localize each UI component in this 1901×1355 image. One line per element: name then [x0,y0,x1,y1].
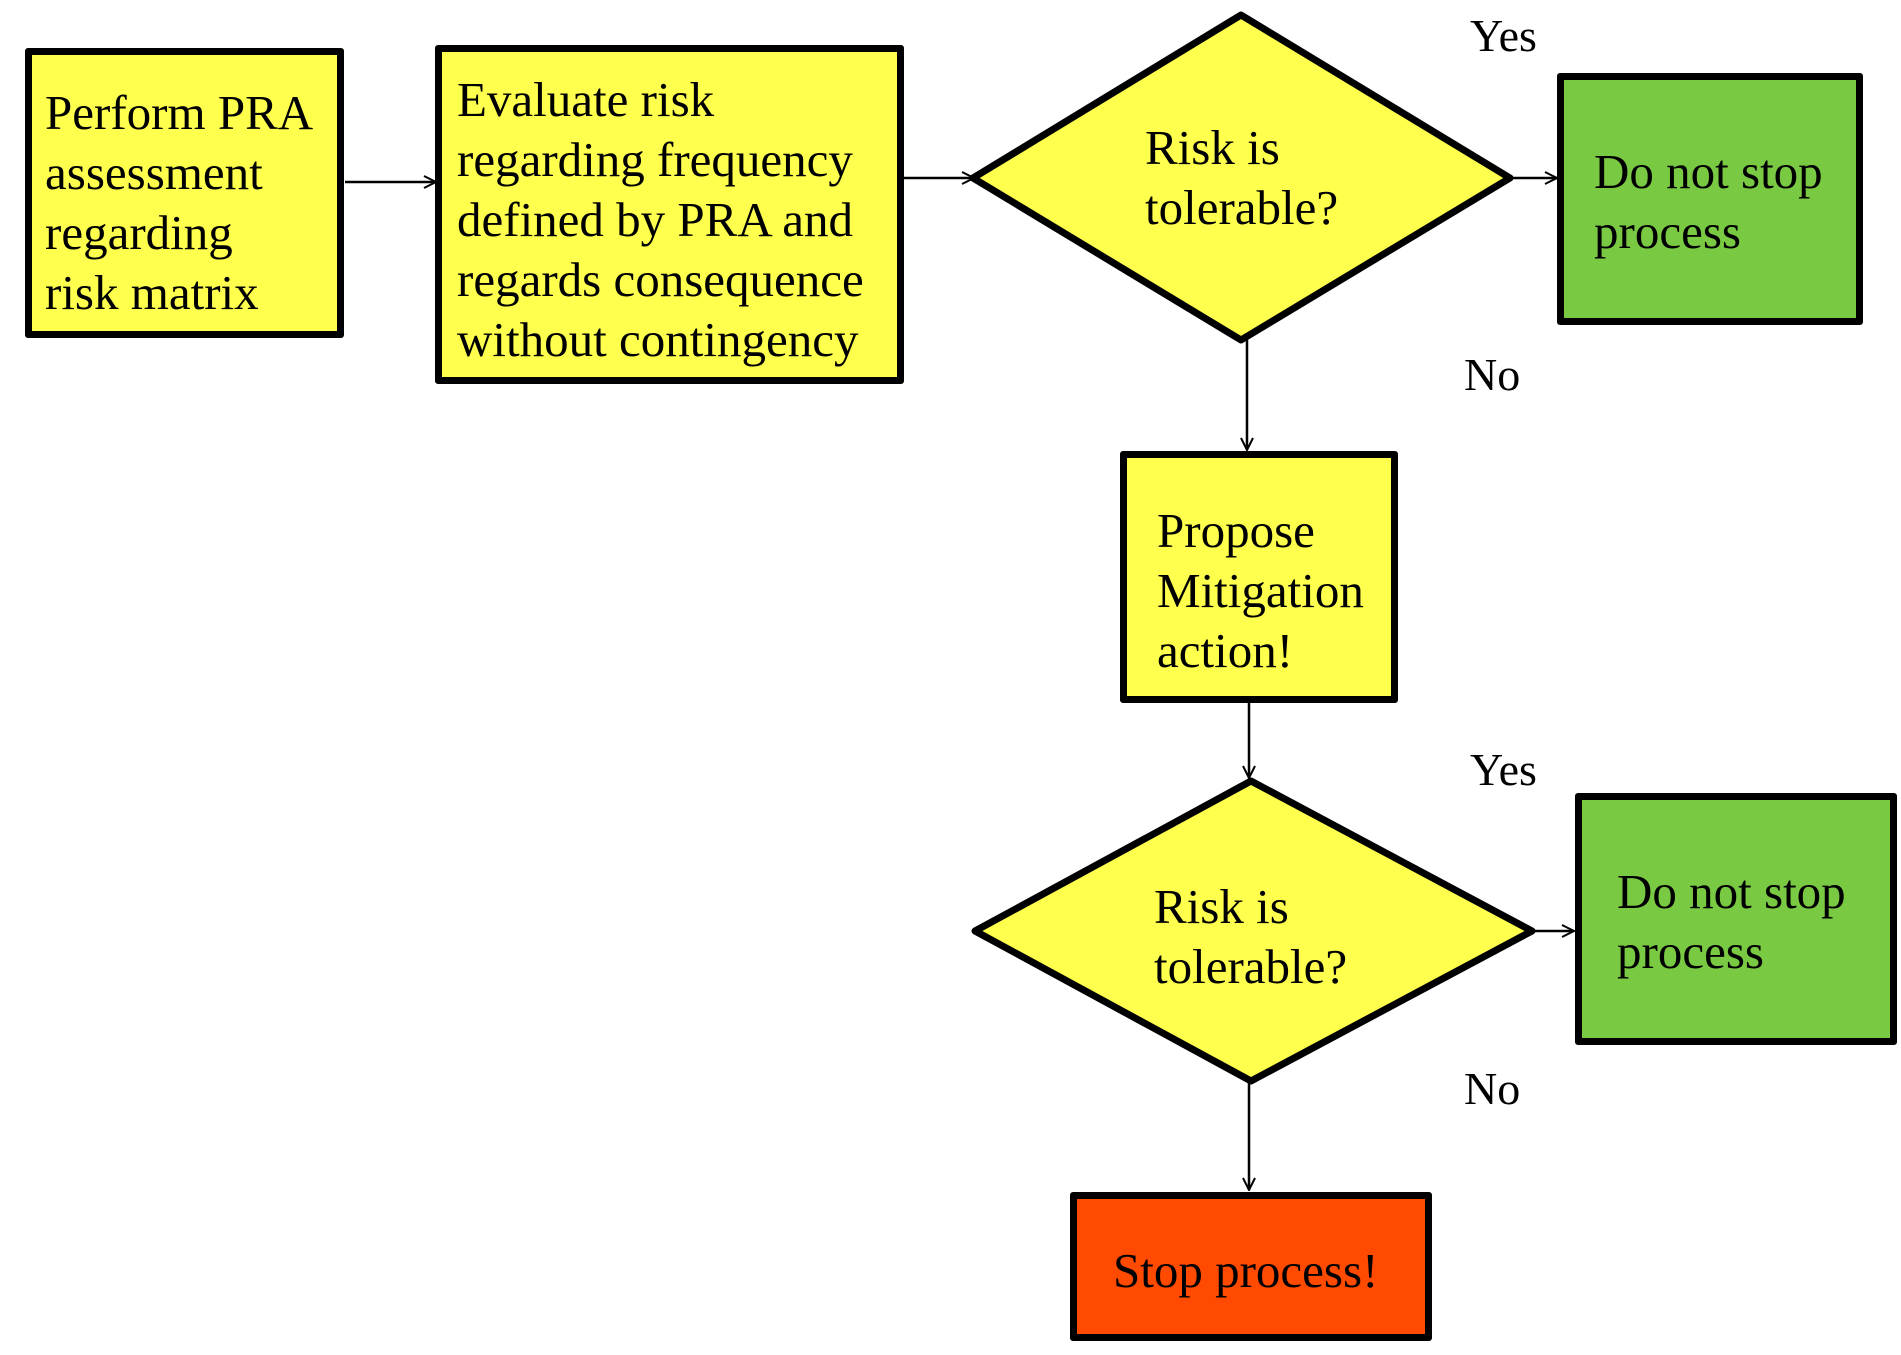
do-not-stop-box-1: Do not stop process [1557,73,1863,325]
do-not-stop-box-2: Do not stop process [1575,793,1897,1045]
stop-process-box: Stop process! [1070,1192,1432,1341]
propose-mitigation-label: Propose Mitigation action! [1157,503,1364,678]
stop-process-label: Stop process! [1113,1243,1379,1298]
perform-pra-label: Perform PRA assessment regarding risk ma… [45,85,314,320]
decision-2-no-label: No [1464,1063,1521,1114]
evaluate-risk-label: Evaluate risk regarding frequency define… [457,72,864,367]
decision-1-no-label: No [1464,349,1521,400]
decision-diamond-2 [971,777,1536,1085]
decision-diamond-1 [969,11,1514,344]
decision-1-yes-label: Yes [1470,10,1537,61]
evaluate-risk-box: Evaluate risk regarding frequency define… [435,45,904,384]
propose-mitigation-box: Propose Mitigation action! [1120,451,1398,703]
do-not-stop-label-2: Do not stop process [1617,864,1846,979]
decision-1-label: Risk is tolerable? [1145,120,1339,235]
perform-pra-box: Perform PRA assessment regarding risk ma… [25,48,344,338]
decision-2-label: Risk is tolerable? [1154,879,1348,994]
decision-2-yes-label: Yes [1470,744,1537,795]
do-not-stop-label-1: Do not stop process [1594,144,1823,259]
